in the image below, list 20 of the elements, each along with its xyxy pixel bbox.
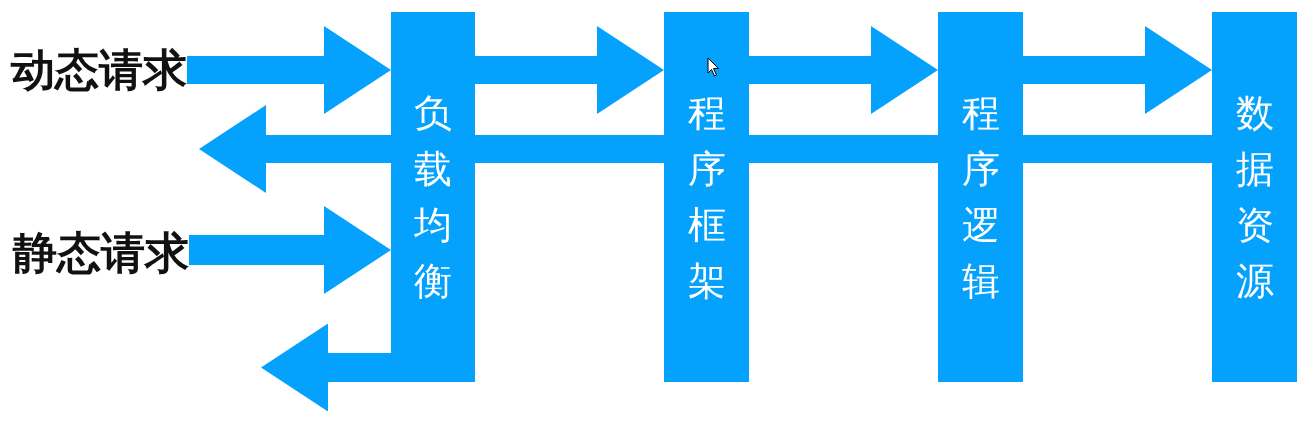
arrow [199,105,391,193]
arrow [261,323,391,412]
stage-bar [938,12,1023,382]
arrow [475,26,664,114]
connector-band [475,135,664,163]
connector-band [749,135,938,163]
arrow [1023,26,1212,114]
request-label: 静态请求 [13,228,189,278]
stage-label: 程序框架 [687,90,726,305]
request-label: 动态请求 [11,45,187,95]
connector-band [1023,135,1212,163]
stage-label: 程序逻辑 [961,90,1000,305]
stage-label: 数据资源 [1235,90,1274,305]
stage-bar [664,12,749,382]
arrow [189,206,391,294]
stage-bar [391,12,475,382]
stage-bar [1212,12,1297,382]
stage-label: 负载均衡 [414,90,452,305]
arrow [187,26,391,114]
arrow [749,26,938,114]
